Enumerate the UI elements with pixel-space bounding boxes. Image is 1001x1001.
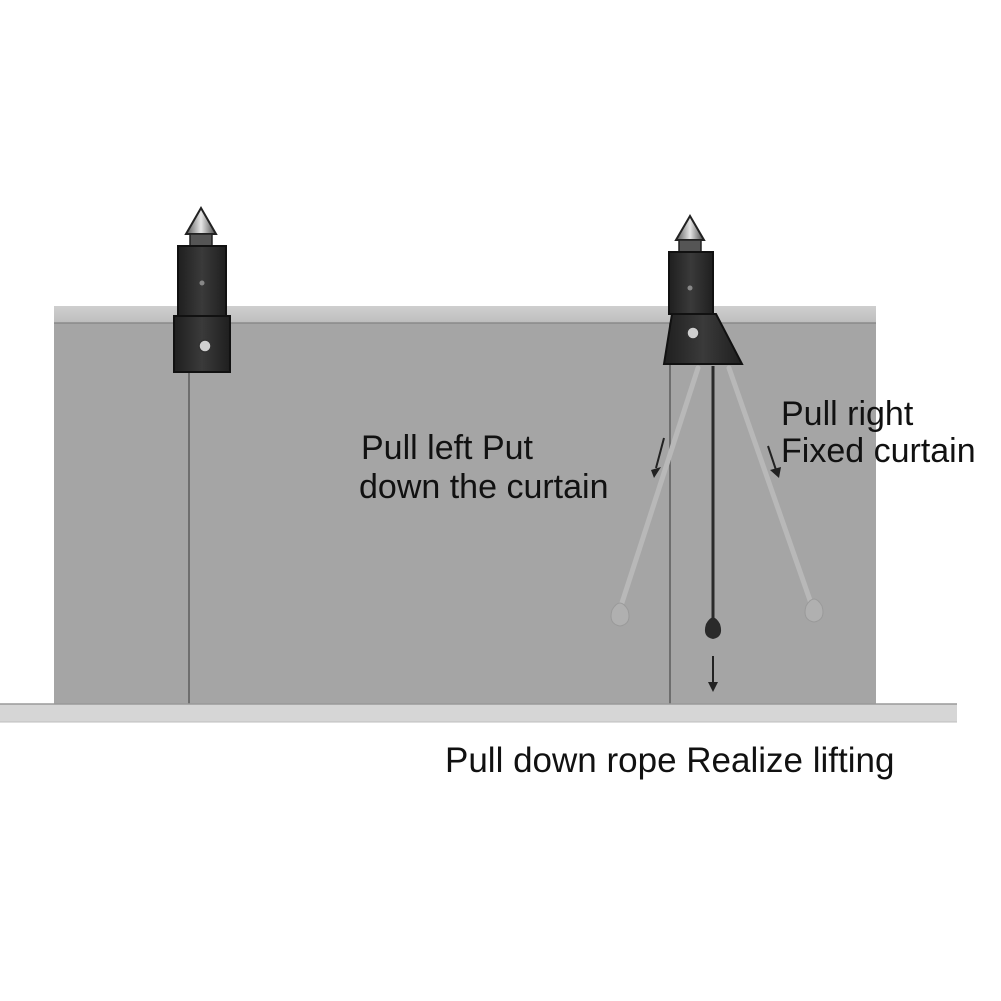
pull-right-label-line2: Fixed curtain: [781, 432, 976, 470]
arrow-down-left-icon: [651, 437, 665, 478]
arrow-down-icon: [708, 656, 718, 692]
pull-down-label: Pull down rope Realize lifting: [445, 741, 894, 780]
bottom-rail: [0, 703, 957, 723]
pull-left-label-line1: Pull left Put: [361, 429, 534, 467]
rope-left: [610, 365, 701, 627]
rope-center: [704, 366, 722, 639]
arrow-down-right-icon: [767, 445, 781, 478]
pull-left-label-line2: down the curtain: [359, 468, 609, 506]
pull-right-label-line1: Pull right: [781, 395, 914, 433]
left-bracket-icon: [173, 205, 231, 373]
rope-right: [726, 365, 824, 623]
right-bracket-icon: [662, 214, 744, 365]
